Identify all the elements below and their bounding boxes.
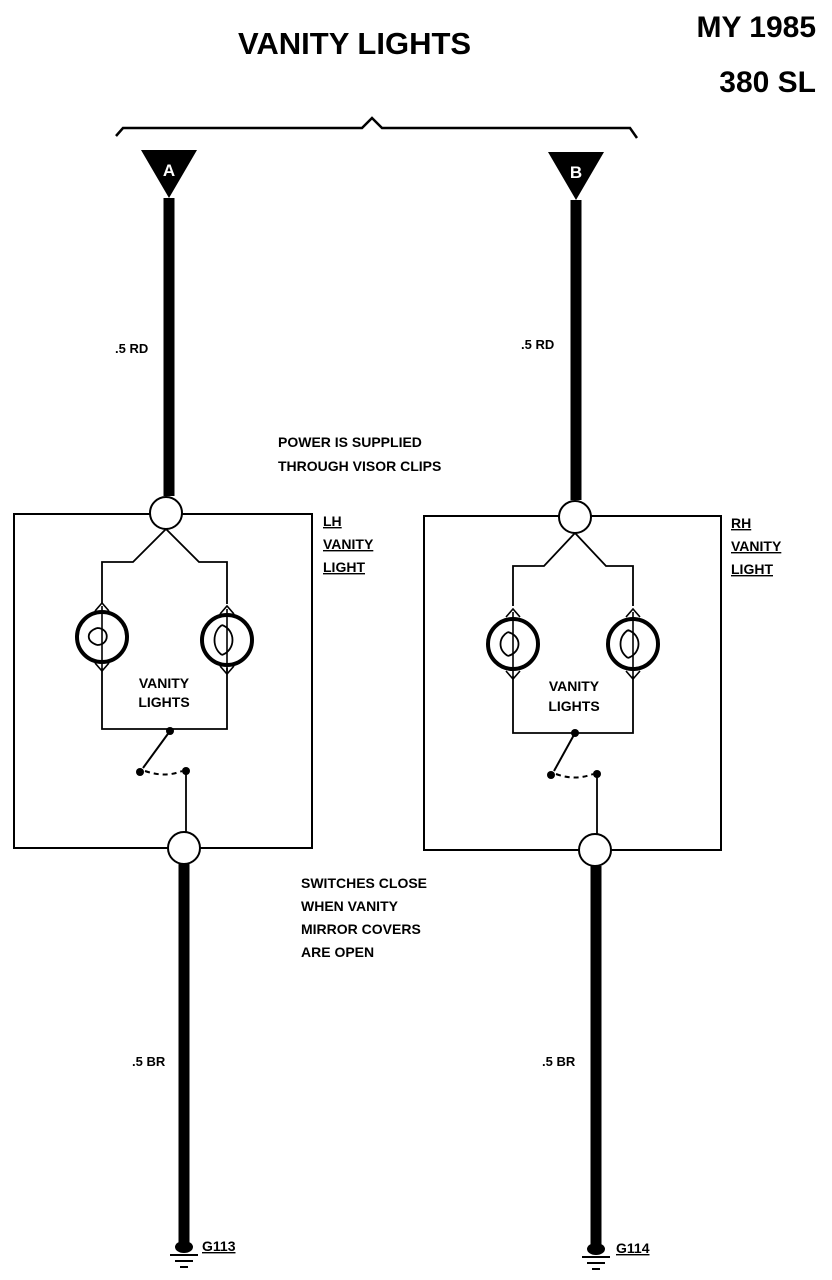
connector-b-label: B <box>570 163 582 182</box>
rh-label-line-2: VANITY <box>731 538 782 554</box>
wire-label-right-top: .5 RD <box>521 337 554 352</box>
switch-note-line-4: ARE OPEN <box>301 944 374 960</box>
connector-a: A <box>141 150 197 198</box>
switch-note-line-1: SWITCHES CLOSE <box>301 875 427 891</box>
switch-note-line-2: WHEN VANITY <box>301 898 399 914</box>
rh-label-line-3: LIGHT <box>731 561 773 577</box>
group-brace <box>115 116 639 139</box>
connector-b: B <box>548 152 604 200</box>
switch-note-line-3: MIRROR COVERS <box>301 921 421 937</box>
rh-vanity-light: VANITY LIGHTS RH VANITY LIGHT <box>423 500 782 867</box>
rh-label-line-1: RH <box>731 515 751 531</box>
lh-bottom-pin <box>167 831 201 865</box>
rh-lamps-label-line-2: LIGHTS <box>548 698 599 714</box>
rh-door-switch <box>547 729 601 834</box>
model-name: 380 SL <box>719 66 816 99</box>
power-note-line-1: POWER IS SUPPLIED <box>278 434 422 450</box>
connector-a-label: A <box>163 161 175 180</box>
rh-lamp-2 <box>606 607 660 681</box>
power-note-line-2: THROUGH VISOR CLIPS <box>278 458 441 474</box>
lh-door-switch <box>136 727 190 832</box>
wire-label-left-top: .5 RD <box>115 341 148 356</box>
model-year: MY 1985 <box>696 11 816 44</box>
lh-vanity-light: VANITY LIGHTS LH VANITY LIGHT <box>13 496 374 865</box>
lh-lamp-2 <box>200 604 254 676</box>
rh-top-pin <box>558 500 592 534</box>
wire-label-left-bottom: .5 BR <box>132 1054 166 1069</box>
lh-lamps-label-line-1: VANITY <box>139 675 190 691</box>
ground-label-right: G114 <box>616 1240 650 1256</box>
lh-label-line-3: LIGHT <box>323 559 365 575</box>
lh-label-line-2: VANITY <box>323 536 374 552</box>
diagram-title: VANITY LIGHTS <box>238 26 471 61</box>
rh-lamp-1 <box>486 607 540 681</box>
lh-lamp-1 <box>75 601 129 673</box>
rh-lamps-label-line-1: VANITY <box>549 678 600 694</box>
lh-lamps-label-line-2: LIGHTS <box>138 694 189 710</box>
ground-g114: G114 <box>582 1240 650 1270</box>
wire-label-right-bottom: .5 BR <box>542 1054 576 1069</box>
rh-bottom-pin <box>578 833 612 867</box>
lh-label-line-1: LH <box>323 513 342 529</box>
lh-top-pin <box>149 496 183 530</box>
ground-g113: G113 <box>170 1238 236 1268</box>
ground-label-left: G113 <box>202 1238 236 1254</box>
